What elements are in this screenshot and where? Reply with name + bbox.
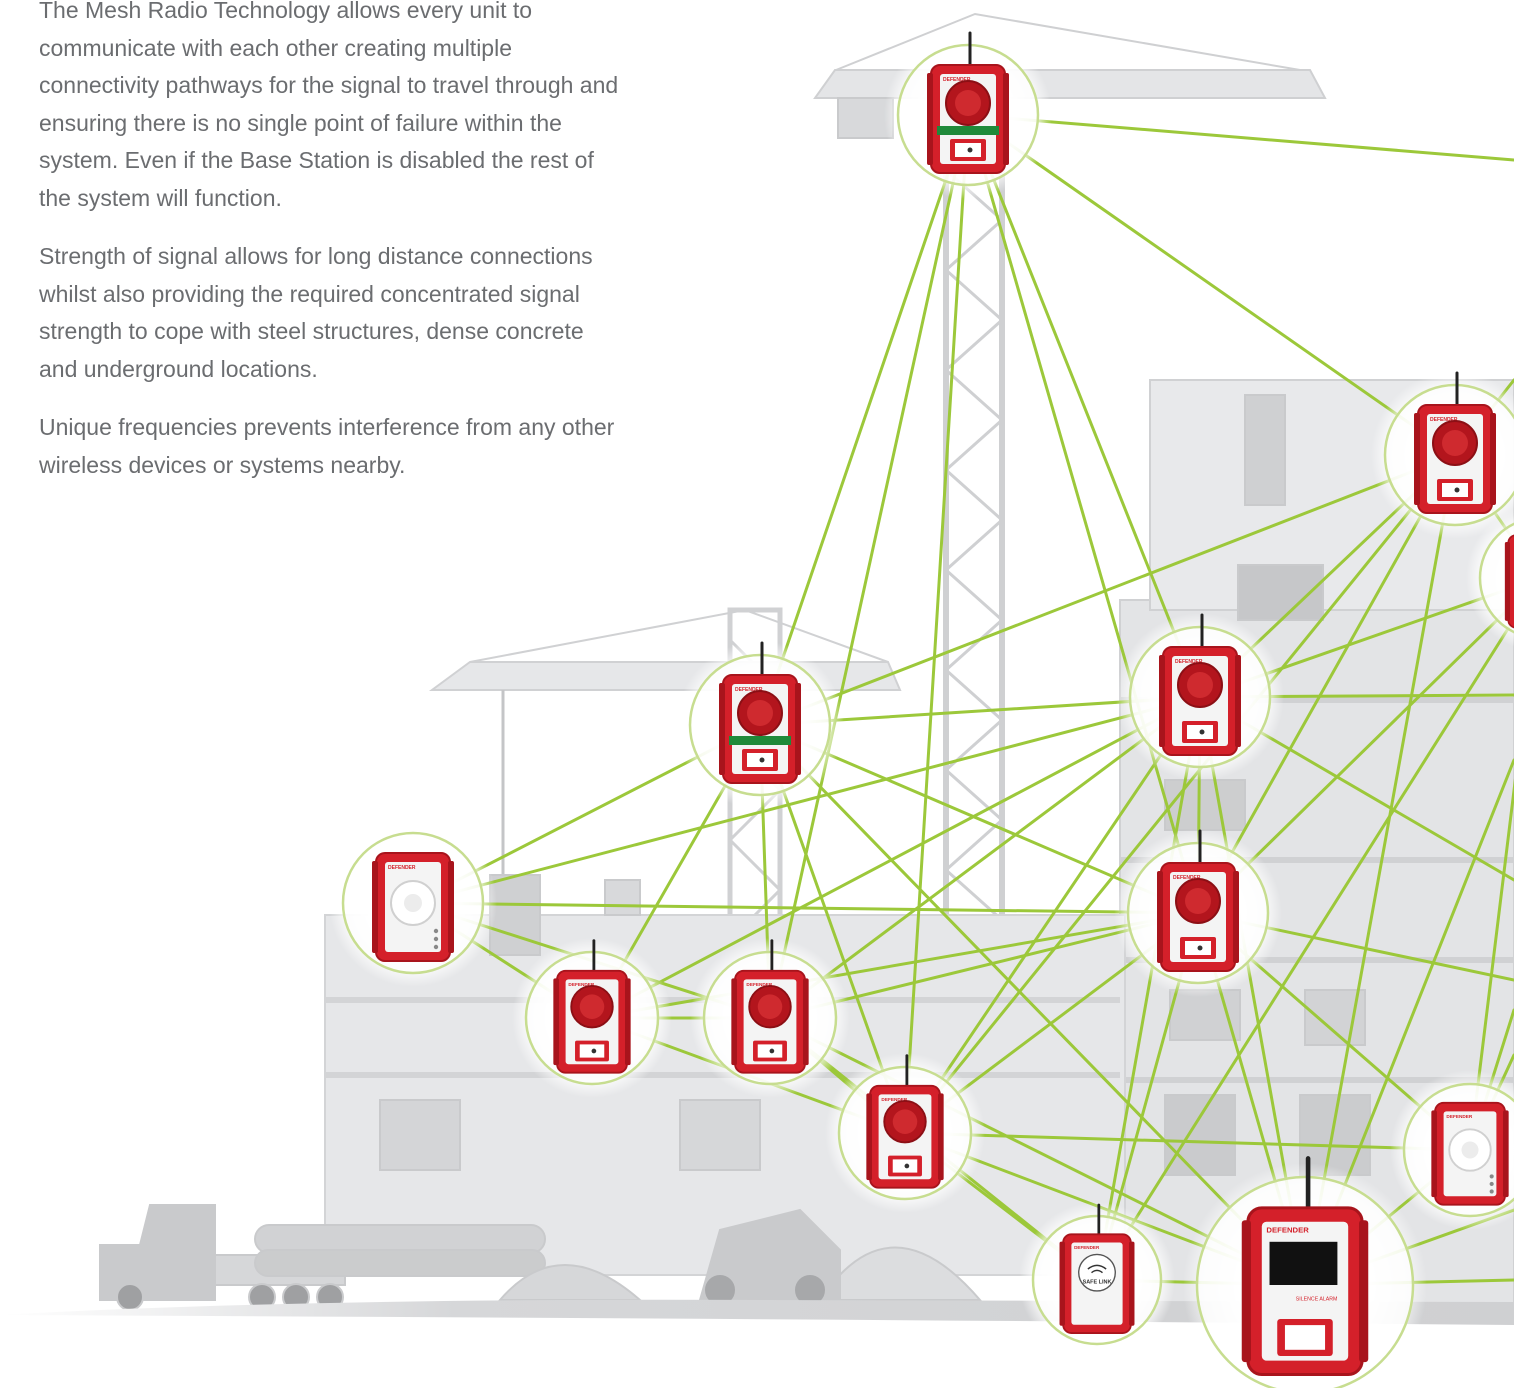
brand-label: DEFENDER <box>1173 875 1201 881</box>
brand-label: DEFENDER <box>388 865 416 871</box>
brand-label: DEFENDER <box>1074 1245 1100 1250</box>
mesh-link <box>966 113 1457 457</box>
brand-label: DEFENDER <box>881 1097 907 1102</box>
device-node-sounder-sign: DEFENDER <box>676 641 844 809</box>
device-node-safelink: DEFENDER SAFE LINK <box>1019 1202 1175 1358</box>
mesh-link <box>966 113 1514 162</box>
mesh-link <box>903 453 1457 1135</box>
mesh-link <box>903 695 1202 1135</box>
intro-paragraph-frequency: Unique frequencies prevents interference… <box>39 414 615 478</box>
mesh-link <box>758 113 970 727</box>
brand-label: DEFENDER <box>1266 1226 1309 1235</box>
intro-paragraph-signal: Strength of signal allows for long dista… <box>39 243 593 382</box>
brand-label: DEFENDER <box>1446 1114 1472 1119</box>
device-node-detector: DEFENDER <box>329 819 497 987</box>
device-node-detector: DEFENDER <box>1390 1070 1514 1230</box>
device-node-sounder: DEFENDER <box>1114 829 1282 997</box>
wifi-icon <box>1078 1253 1116 1292</box>
device-node-sounder: DEFENDER <box>512 938 672 1098</box>
device-node-sounder: DEFENDER <box>690 938 850 1098</box>
intro-paragraph-mesh: The Mesh Radio Technology allows every u… <box>39 0 619 211</box>
mesh-link <box>411 901 1200 915</box>
silence-alarm-label: SILENCE ALARM <box>1296 1296 1338 1302</box>
brand-label: DEFENDER <box>943 77 971 83</box>
brand-label: DEFENDER <box>1430 417 1458 423</box>
device-node-sounder: DEFENDER <box>1466 508 1514 648</box>
device-node-sounder-sign: DEFENDER <box>884 31 1052 199</box>
first-aid-sign <box>729 736 791 745</box>
device-node-sounder: DEFENDER <box>1116 613 1284 781</box>
intro-copy: The Mesh Radio Technology allows every u… <box>39 0 619 505</box>
brand-label: DEFENDER <box>735 687 763 693</box>
device-node-sounder: DEFENDER <box>1371 371 1514 539</box>
device-node-base: DEFENDER SILENCE ALARM <box>1183 1156 1427 1388</box>
brand-label: DEFENDER <box>568 982 594 987</box>
mesh-link <box>411 695 1202 905</box>
mesh-link <box>966 113 1200 915</box>
device-node-sounder: DEFENDER <box>825 1053 985 1213</box>
first-aid-sign <box>937 126 999 135</box>
mesh-link <box>903 1131 1472 1152</box>
mesh-link <box>1095 616 1514 1282</box>
mesh-link <box>590 695 1202 1020</box>
brand-label: DEFENDER <box>1175 659 1203 665</box>
mesh-link <box>966 113 1202 699</box>
mesh-link <box>768 695 1202 1020</box>
mesh-link <box>1196 453 1457 915</box>
mesh-link <box>1095 695 1202 1282</box>
safe-link-label: SAFE LINK <box>1083 1280 1112 1286</box>
mesh-link <box>768 113 970 1020</box>
mesh-link <box>758 453 1457 727</box>
brand-label: DEFENDER <box>746 982 772 987</box>
mesh-link <box>1468 778 1514 1152</box>
base-station-display <box>1269 1241 1338 1285</box>
mesh-link <box>758 723 1307 1287</box>
